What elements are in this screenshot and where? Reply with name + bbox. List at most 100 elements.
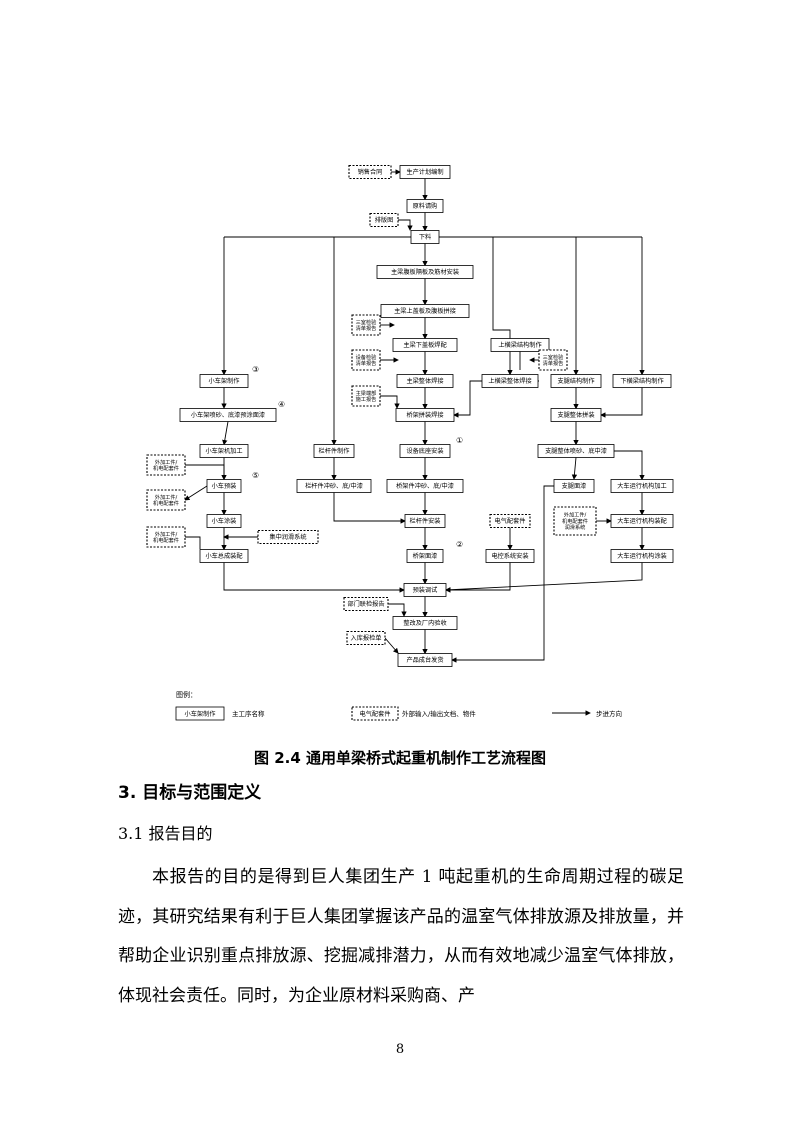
node-upper-end-beam-weld: 上横梁整体焊接 <box>481 374 539 388</box>
node-purchased-1: 外加工件/机电配套件 <box>146 454 186 476</box>
node-layout-drawing: 排版图 <box>369 212 399 228</box>
node-trolley-frame: 小车架制作 <box>199 374 249 388</box>
svg-text:上横梁整体焊接: 上横梁整体焊接 <box>488 377 531 385</box>
svg-text:下料: 下料 <box>419 233 431 241</box>
flow-connector <box>333 492 406 524</box>
svg-text:排版图: 排版图 <box>375 216 394 224</box>
svg-text:主梁端部: 主梁端部 <box>356 389 377 397</box>
svg-text:小车架喷砂、底漆预涂面漆: 小车架喷砂、底漆预涂面漆 <box>191 411 265 419</box>
legend-title: 图例： <box>176 690 197 699</box>
flow-connector <box>185 536 201 549</box>
node-lower-end-beam: 下横梁结构制作 <box>612 374 672 388</box>
flow-connector <box>492 237 513 376</box>
svg-text:清单报告: 清单报告 <box>356 359 377 367</box>
node-main-beam-weld: 主梁整体焊接 <box>396 374 454 388</box>
node-lubrication: 集中润滑系统 <box>257 529 319 545</box>
svg-text:机电配套件: 机电配套件 <box>562 517 588 525</box>
step-marker: ① <box>456 436 463 445</box>
legend-input-box <box>351 706 399 721</box>
step-marker: ⑤ <box>252 471 259 480</box>
node-sales-contract: 销售合同 <box>348 164 392 180</box>
flow-connector <box>600 387 643 418</box>
svg-text:集中润滑系统: 集中润滑系统 <box>269 533 306 541</box>
flow-connector <box>445 562 643 593</box>
node-cutting: 下料 <box>410 230 440 244</box>
legend-input-box-label: 电气配套件 <box>360 710 391 718</box>
svg-text:大车运行机构涂装: 大车运行机构涂装 <box>617 552 667 560</box>
svg-text:外加工件/: 外加工件/ <box>155 493 178 501</box>
node-travel-machining: 大车运行机构加工 <box>610 479 674 493</box>
step-marker: ④ <box>278 400 285 409</box>
legend-main-text: 主工序名称 <box>232 709 265 718</box>
svg-text:支腿结构制作: 支腿结构制作 <box>557 377 594 385</box>
svg-text:外加工件/: 外加工件/ <box>155 458 178 466</box>
node-production-plan: 生产计划编制 <box>399 165 451 179</box>
step-marker: ② <box>456 540 463 549</box>
flow-connector <box>453 380 482 418</box>
node-warehouse-list: 入库报检单 <box>346 630 386 646</box>
node-lower-cover: 主梁下盖板焊配 <box>392 338 458 352</box>
svg-text:入库报检单: 入库报检单 <box>351 634 382 642</box>
svg-text:桥架拼装焊接: 桥架拼装焊接 <box>406 411 443 419</box>
svg-text:润滑系统: 润滑系统 <box>565 523 586 531</box>
flow-connector <box>571 457 578 480</box>
node-elec-install: 电控系统安装 <box>485 549 535 563</box>
node-equip-base: 设备底座安装 <box>399 444 451 458</box>
legend-arrow-text: 步进方向 <box>596 709 622 718</box>
svg-text:机电配套件: 机电配套件 <box>153 499 179 507</box>
node-rail-blast: 栏杆件冲砂、底/中漆 <box>296 479 372 493</box>
flow-connector <box>223 562 405 593</box>
svg-text:栏杆件冲砂、底/中漆: 栏杆件冲砂、底/中漆 <box>305 482 363 490</box>
node-trolley-paint: 小车涂装 <box>206 514 242 528</box>
node-leg-struct: 支腿结构制作 <box>550 374 602 388</box>
node-disassembly: 整改及厂内验收 <box>392 616 458 630</box>
svg-text:清单报告: 清单报告 <box>356 324 377 332</box>
legend-main-box-label: 小车架制作 <box>185 710 216 718</box>
page-number: 8 <box>395 1042 405 1057</box>
node-upper-cover-web: 主梁上盖板及腹板拼接 <box>380 304 470 318</box>
section-heading: 3. 目标与范围定义 <box>118 783 262 803</box>
legend-main-box <box>175 706 225 721</box>
svg-text:外加工件/: 外加工件/ <box>155 530 178 538</box>
node-bridge-blast: 桥架件冲砂、底/中漆 <box>386 479 464 493</box>
node-travel-assembly: 大车运行机构装配 <box>610 514 674 528</box>
flow-connector <box>185 464 225 479</box>
svg-text:原料请购: 原料请购 <box>413 202 438 210</box>
subsection-heading: 3.1 报告目的 <box>118 824 213 843</box>
svg-text:清单报告: 清单报告 <box>543 359 564 367</box>
flow-connector <box>445 562 511 593</box>
node-rail-frame: 栏杆件制作 <box>313 444 355 458</box>
node-material-purchase: 原料请购 <box>406 199 444 213</box>
svg-text:机电配套件: 机电配套件 <box>153 536 179 544</box>
node-purchased-3: 外加工件/机电配套件 <box>146 526 186 548</box>
node-upper-end-beam: 上横梁结构制作 <box>490 338 550 352</box>
svg-text:三室检验: 三室检验 <box>356 318 378 326</box>
node-elec-parts: 电气配套件 <box>489 513 531 529</box>
svg-text:小车涂装: 小车涂装 <box>212 517 237 525</box>
svg-text:支腿整体拼装: 支腿整体拼装 <box>557 411 594 419</box>
svg-text:主梁腹板隔板及筋材安装: 主梁腹板隔板及筋材安装 <box>391 268 459 276</box>
svg-text:主梁下盖板焊配: 主梁下盖板焊配 <box>403 341 446 349</box>
node-leg-topcoat: 支腿面漆 <box>553 479 595 493</box>
svg-text:整改及厂内验收: 整改及厂内验收 <box>403 619 446 627</box>
flow-connector <box>451 485 554 663</box>
svg-text:小车预装: 小车预装 <box>212 482 237 490</box>
svg-text:主梁整体焊接: 主梁整体焊接 <box>406 377 443 385</box>
node-travel-paint: 大车运行机构涂装 <box>610 549 674 563</box>
svg-text:栏杆件制作: 栏杆件制作 <box>319 447 350 455</box>
node-trolley-preassembly: 小车预装 <box>206 479 242 493</box>
svg-text:电控系统安装: 电控系统安装 <box>491 552 528 560</box>
svg-text:支腿整体喷砂、底中漆: 支腿整体喷砂、底中漆 <box>545 447 607 455</box>
svg-text:小车总成装配: 小车总成装配 <box>205 552 242 560</box>
node-trolley-blast: 小车架喷砂、底漆预涂面漆 <box>179 408 277 422</box>
svg-text:大车运行机构加工: 大车运行机构加工 <box>617 482 667 490</box>
node-bridge-weld: 桥架拼装焊接 <box>395 408 455 422</box>
node-dept-report: 部门联检报告 <box>343 596 389 612</box>
svg-text:外加工件/: 外加工件/ <box>564 511 587 519</box>
svg-text:产品成台发货: 产品成台发货 <box>406 656 443 664</box>
svg-text:桥架面漆: 桥架面漆 <box>413 552 438 560</box>
svg-text:桥架件冲砂、底/中漆: 桥架件冲砂、底/中漆 <box>396 482 454 490</box>
flow-connector <box>398 219 413 231</box>
